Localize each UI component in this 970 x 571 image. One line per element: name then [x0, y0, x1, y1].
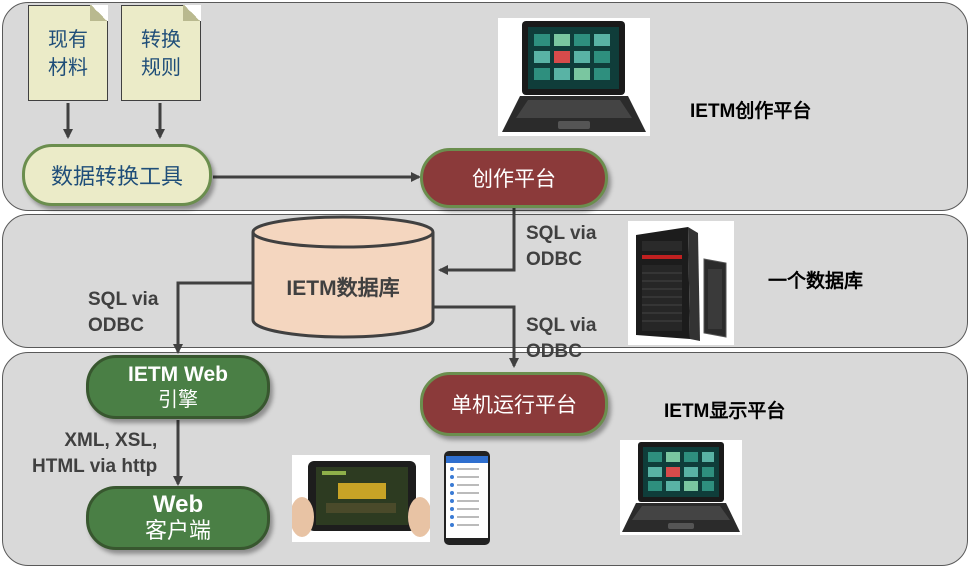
- doc-fold-icon: [183, 5, 201, 21]
- xml-http-label: XML, XSL, HTML via http: [32, 430, 158, 477]
- tablet-in-hands-icon: [292, 455, 430, 542]
- conversion-tool-node: 数据转换工具: [22, 144, 212, 206]
- smartphone-icon: [443, 450, 491, 546]
- laptop-icon: [620, 440, 742, 535]
- conversion-tool-label: 数据转换工具: [50, 165, 183, 190]
- sql-odbc-standalone-label: SQL via ODBC: [526, 315, 597, 362]
- sql-odbc-web-label: SQL via ODBC: [88, 289, 159, 336]
- web-client-subtitle: 客户端: [144, 519, 211, 544]
- laptop-icon: [498, 18, 650, 136]
- database-node: IETM数据库: [250, 214, 436, 340]
- web-client-node: Web 客户端: [86, 486, 270, 550]
- database-layer-label: 一个数据库: [768, 271, 864, 292]
- web-client-title: Web: [152, 491, 204, 518]
- server-tower-icon: [628, 221, 734, 345]
- database-label: IETM数据库: [286, 277, 400, 300]
- authoring-layer-label: IETM创作平台: [690, 101, 812, 122]
- doc-existing-materials: 现有 材料: [28, 5, 108, 101]
- web-engine-subtitle: 引擎: [158, 387, 198, 411]
- arrow-authoring-to-db: [438, 205, 516, 275]
- doc-conversion-rules-label: 转换 规则: [141, 27, 181, 79]
- web-engine-title: IETM Web: [128, 363, 228, 386]
- standalone-platform-label: 单机运行平台: [451, 394, 577, 417]
- sql-odbc-authoring-label: SQL via ODBC: [526, 223, 597, 270]
- authoring-platform-label: 创作平台: [472, 168, 556, 191]
- arrow-db-to-standalone: [432, 305, 519, 368]
- database-layer: [2, 214, 968, 348]
- doc-conversion-rules: 转换 规则: [121, 5, 201, 101]
- web-engine-node: IETM Web 引擎: [86, 355, 270, 419]
- doc-existing-materials-label: 现有 材料: [48, 27, 88, 79]
- standalone-platform-node: 单机运行平台: [420, 372, 608, 436]
- display-layer-label: IETM显示平台: [664, 401, 786, 422]
- authoring-platform-node: 创作平台: [420, 148, 608, 208]
- database-cylinder-icon: [251, 215, 435, 339]
- arrow-db-to-web-engine: [173, 281, 252, 354]
- doc-fold-icon: [90, 5, 108, 21]
